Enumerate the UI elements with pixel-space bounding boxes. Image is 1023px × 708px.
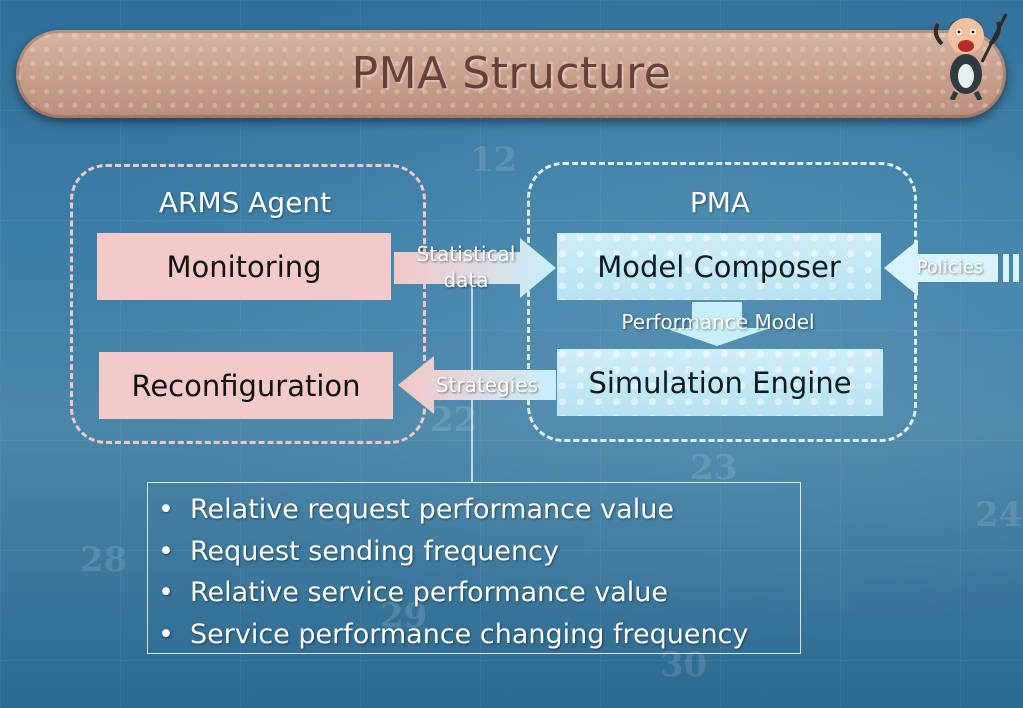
pma-label: PMA (689, 186, 751, 219)
statistical-data-details-box: • Relative request performance value • Req… (147, 482, 801, 654)
bullet-icon: • (158, 577, 174, 608)
model-composer-box: Model Composer (557, 233, 881, 300)
reconfiguration-box: Reconfiguration (99, 352, 393, 419)
pma-group (527, 162, 917, 442)
background-decoration: 12 (470, 140, 518, 180)
bullet-icon: • (158, 618, 174, 650)
list-item-text: Request sending frequency (190, 535, 559, 567)
policies-tail-bar (1003, 254, 1009, 282)
policies-tail-bar (1013, 254, 1019, 282)
bullet-list: • Relative request performance value • Req… (148, 483, 800, 655)
background-decoration: 23 (690, 448, 738, 488)
list-item-text: Relative service performance value (190, 577, 669, 608)
statistical-data-label: Statistical data (402, 241, 530, 293)
monitoring-box: Monitoring (97, 233, 391, 300)
list-item: • Relative service performance value (158, 572, 800, 614)
background-decoration: 29 (380, 596, 428, 636)
statistical-data-line1: Statistical (416, 242, 516, 266)
list-item-text: Relative request performance value (190, 494, 674, 525)
arms-agent-label: ARMS Agent (158, 186, 332, 219)
performance-model-label: Performance Model (621, 310, 815, 334)
strategies-label: Strategies (435, 373, 539, 397)
bullet-icon: • (158, 494, 174, 525)
background-decoration: 28 (80, 540, 128, 580)
title-banner (16, 30, 1006, 118)
policies-arrow (884, 240, 998, 296)
background-decoration: 30 (660, 645, 708, 685)
background-decoration: 24 (975, 495, 1023, 535)
statistical-data-line2: data (443, 268, 489, 292)
performance-model-arrow (664, 302, 770, 346)
simulation-engine-box: Simulation Engine (557, 349, 883, 416)
slide-title: PMA Structure (351, 48, 672, 99)
bullet-icon: • (158, 535, 174, 567)
list-item: • Relative request performance value (158, 489, 800, 531)
policies-label: Policies (916, 257, 984, 278)
background-decoration: 22 (430, 400, 478, 440)
statistical-data-arrow (394, 238, 556, 298)
mascot-illustration (933, 13, 1008, 100)
arms-agent-group (70, 164, 426, 444)
list-item: • Service performance changing frequency (158, 614, 800, 656)
list-item-text: Service performance changing frequency (190, 618, 749, 650)
strategies-arrow (398, 356, 556, 414)
list-item: • Request sending frequency (158, 531, 800, 573)
